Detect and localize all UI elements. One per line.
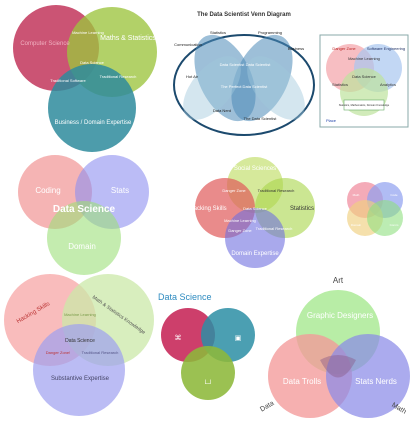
label-art: Art xyxy=(333,276,344,285)
label-machine-learning: Machine Learning xyxy=(72,30,104,35)
panel-8-title: Data Science xyxy=(158,292,212,302)
venn-panel-8: Data Science ⌘ ▣ └┘ xyxy=(158,292,255,400)
label-top: Social Sciences xyxy=(234,166,276,172)
label-bottom-b: The Data Scientist xyxy=(244,116,278,121)
venn-panel-2: The Data Scientist Venn Diagram Statisti… xyxy=(173,12,315,136)
label-b: Traditional Research xyxy=(258,188,295,193)
label-computer-science: Computer Science xyxy=(20,41,70,47)
label-inner-c: The Perfect Data Scientist xyxy=(221,84,268,89)
label-e: Analytics xyxy=(380,82,396,87)
ellipse-communication xyxy=(183,56,241,120)
label-c: Data Science xyxy=(243,206,268,211)
label-d: Machine Learning xyxy=(224,218,256,223)
label-graphic-designers-1: Graphic Designers xyxy=(307,311,373,320)
label-center: Data Science xyxy=(352,74,377,79)
label-maths-statistics: Maths & Statistics xyxy=(100,35,156,42)
venn-panel-6: Math Code Domain Comm xyxy=(347,182,403,236)
circle-substantive xyxy=(33,324,125,416)
label-1: Math xyxy=(353,193,360,197)
label-stats: Stats xyxy=(111,186,129,195)
ellipse-business xyxy=(247,56,305,120)
label-business-domain: Business / Domain Expertise xyxy=(55,120,132,126)
label-programming: Programming xyxy=(258,30,282,35)
circle-domain xyxy=(225,208,285,268)
label-c: Machine Learning xyxy=(348,56,380,61)
label-bottom: Statistics, Mathematics, Domain Knowledg… xyxy=(339,103,390,107)
venn-panel-4: Coding Stats Domain Data Science xyxy=(18,155,149,275)
label-2: Code xyxy=(390,193,398,197)
label-stats-nerds: Stats Nerds xyxy=(355,377,397,386)
domain-icon: └┘ xyxy=(203,379,213,388)
label-a: Danger Zone xyxy=(332,46,356,51)
label-danger-zone: Danger Zone! xyxy=(46,350,70,355)
label-hot-air: Hot Air xyxy=(186,74,199,79)
circle-domain xyxy=(47,201,121,275)
label-b: Software Engineering xyxy=(367,46,405,51)
label-substantive: Substantive Expertise xyxy=(51,376,110,382)
label-traditional-software: Traditional Software xyxy=(50,78,86,83)
label-traditional-research: Traditional Research xyxy=(100,74,137,79)
label-d: Statistics xyxy=(332,82,348,87)
venn-panel-1: Computer Science Maths & Statistics Busi… xyxy=(13,5,157,152)
circle-4 xyxy=(367,200,403,236)
circle-data-trolls xyxy=(268,334,352,418)
label-coding: Coding xyxy=(35,186,60,195)
label-data-science: Data Science xyxy=(53,204,116,215)
ellipse-outer xyxy=(173,34,315,136)
label-traditional-research: Traditional Research xyxy=(82,350,119,355)
label-e: Danger Zone xyxy=(228,228,252,233)
panel-2-title: The Data Scientist Venn Diagram xyxy=(197,12,291,18)
venn-panel-5: Social Sciences Hacking Skills Statistic… xyxy=(189,157,315,268)
label-data-trolls: Data Trolls xyxy=(283,377,321,386)
label-data-science: Data Science xyxy=(65,338,95,344)
label-business: Business xyxy=(288,46,304,51)
label-statistics: Statistics xyxy=(210,30,226,35)
label-f: Traditional Research xyxy=(256,226,293,231)
chart-icon: ▣ xyxy=(235,335,242,342)
label-math: Math xyxy=(390,402,407,416)
bottom-box xyxy=(343,99,385,111)
label-data-science: Data Science xyxy=(80,60,105,65)
label-left: Hacking Skills xyxy=(189,206,226,212)
circle-business-domain xyxy=(48,64,136,152)
label-domain: Domain xyxy=(68,242,96,251)
label-footer: Place xyxy=(326,118,337,123)
code-icon: ⌘ xyxy=(175,334,182,342)
overlap-ring xyxy=(320,355,356,378)
venn-panel-3: Danger Zone Software Engineering Machine… xyxy=(319,34,409,128)
label-communication: Communication xyxy=(174,42,202,47)
venn-panel-9: Art Graphic Designers Data Trolls Stats … xyxy=(259,276,410,418)
label-3: Domain xyxy=(351,223,362,227)
venn-panel-7: Hacking Skills Math & Statistics Knowled… xyxy=(4,274,154,416)
label-4: Comm xyxy=(390,223,399,227)
circle-green xyxy=(181,346,235,400)
label-bottom-a: Data Nerd xyxy=(213,108,231,113)
label-inner-a: Data Scientist xyxy=(220,62,246,67)
label-data: Data xyxy=(259,400,275,414)
ellipse-programming xyxy=(231,34,293,122)
circle-stats-nerds xyxy=(326,334,410,418)
label-inner-b: Data Scientist xyxy=(246,62,272,67)
label-machine-learning: Machine Learning xyxy=(64,312,96,317)
label-a: Danger Zone xyxy=(222,188,246,193)
label-bottom: Domain Expertise xyxy=(231,251,279,257)
label-right: Statistics xyxy=(290,206,314,212)
